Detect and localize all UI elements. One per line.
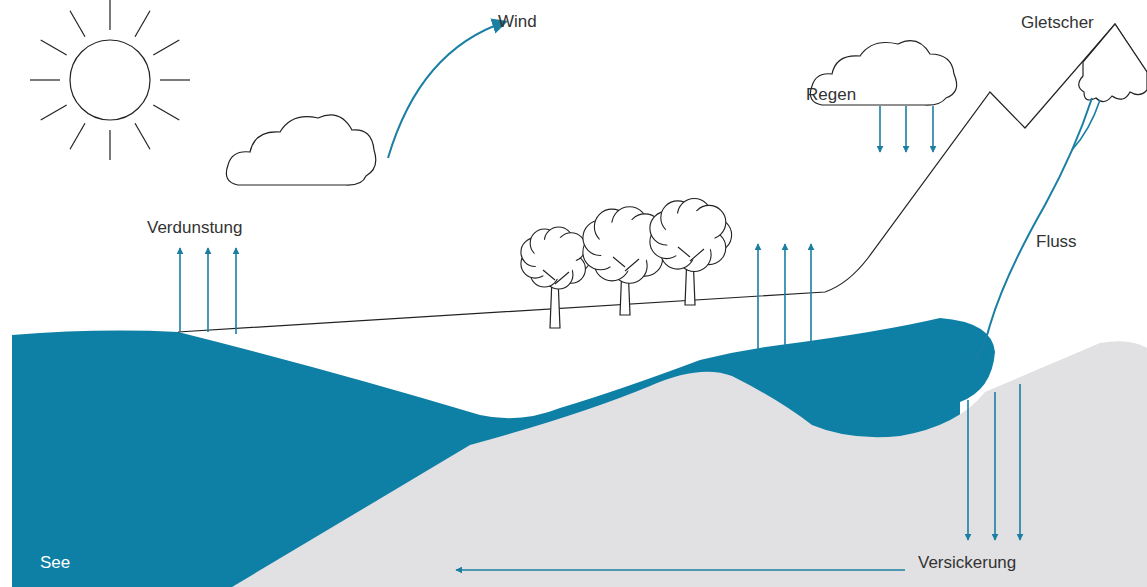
cloud (226, 115, 375, 185)
label: Verdunstung (147, 218, 242, 238)
glacier (1079, 24, 1147, 102)
label: Versickerung (918, 553, 1016, 573)
infiltration-arrows (456, 384, 1020, 570)
land-outline (178, 24, 1147, 332)
rain-arrows (880, 106, 933, 152)
river (1072, 100, 1100, 150)
trees (521, 199, 732, 328)
ground (232, 341, 1147, 587)
label: Regen (806, 85, 856, 105)
river (975, 98, 1092, 360)
label: Fluss (1036, 232, 1077, 252)
evaporation-arrows (180, 244, 811, 352)
wind-arrow (388, 22, 505, 158)
label: Gletscher (1021, 13, 1094, 33)
label: Wind (498, 12, 537, 32)
sun (30, 0, 190, 160)
label: See (40, 553, 70, 573)
